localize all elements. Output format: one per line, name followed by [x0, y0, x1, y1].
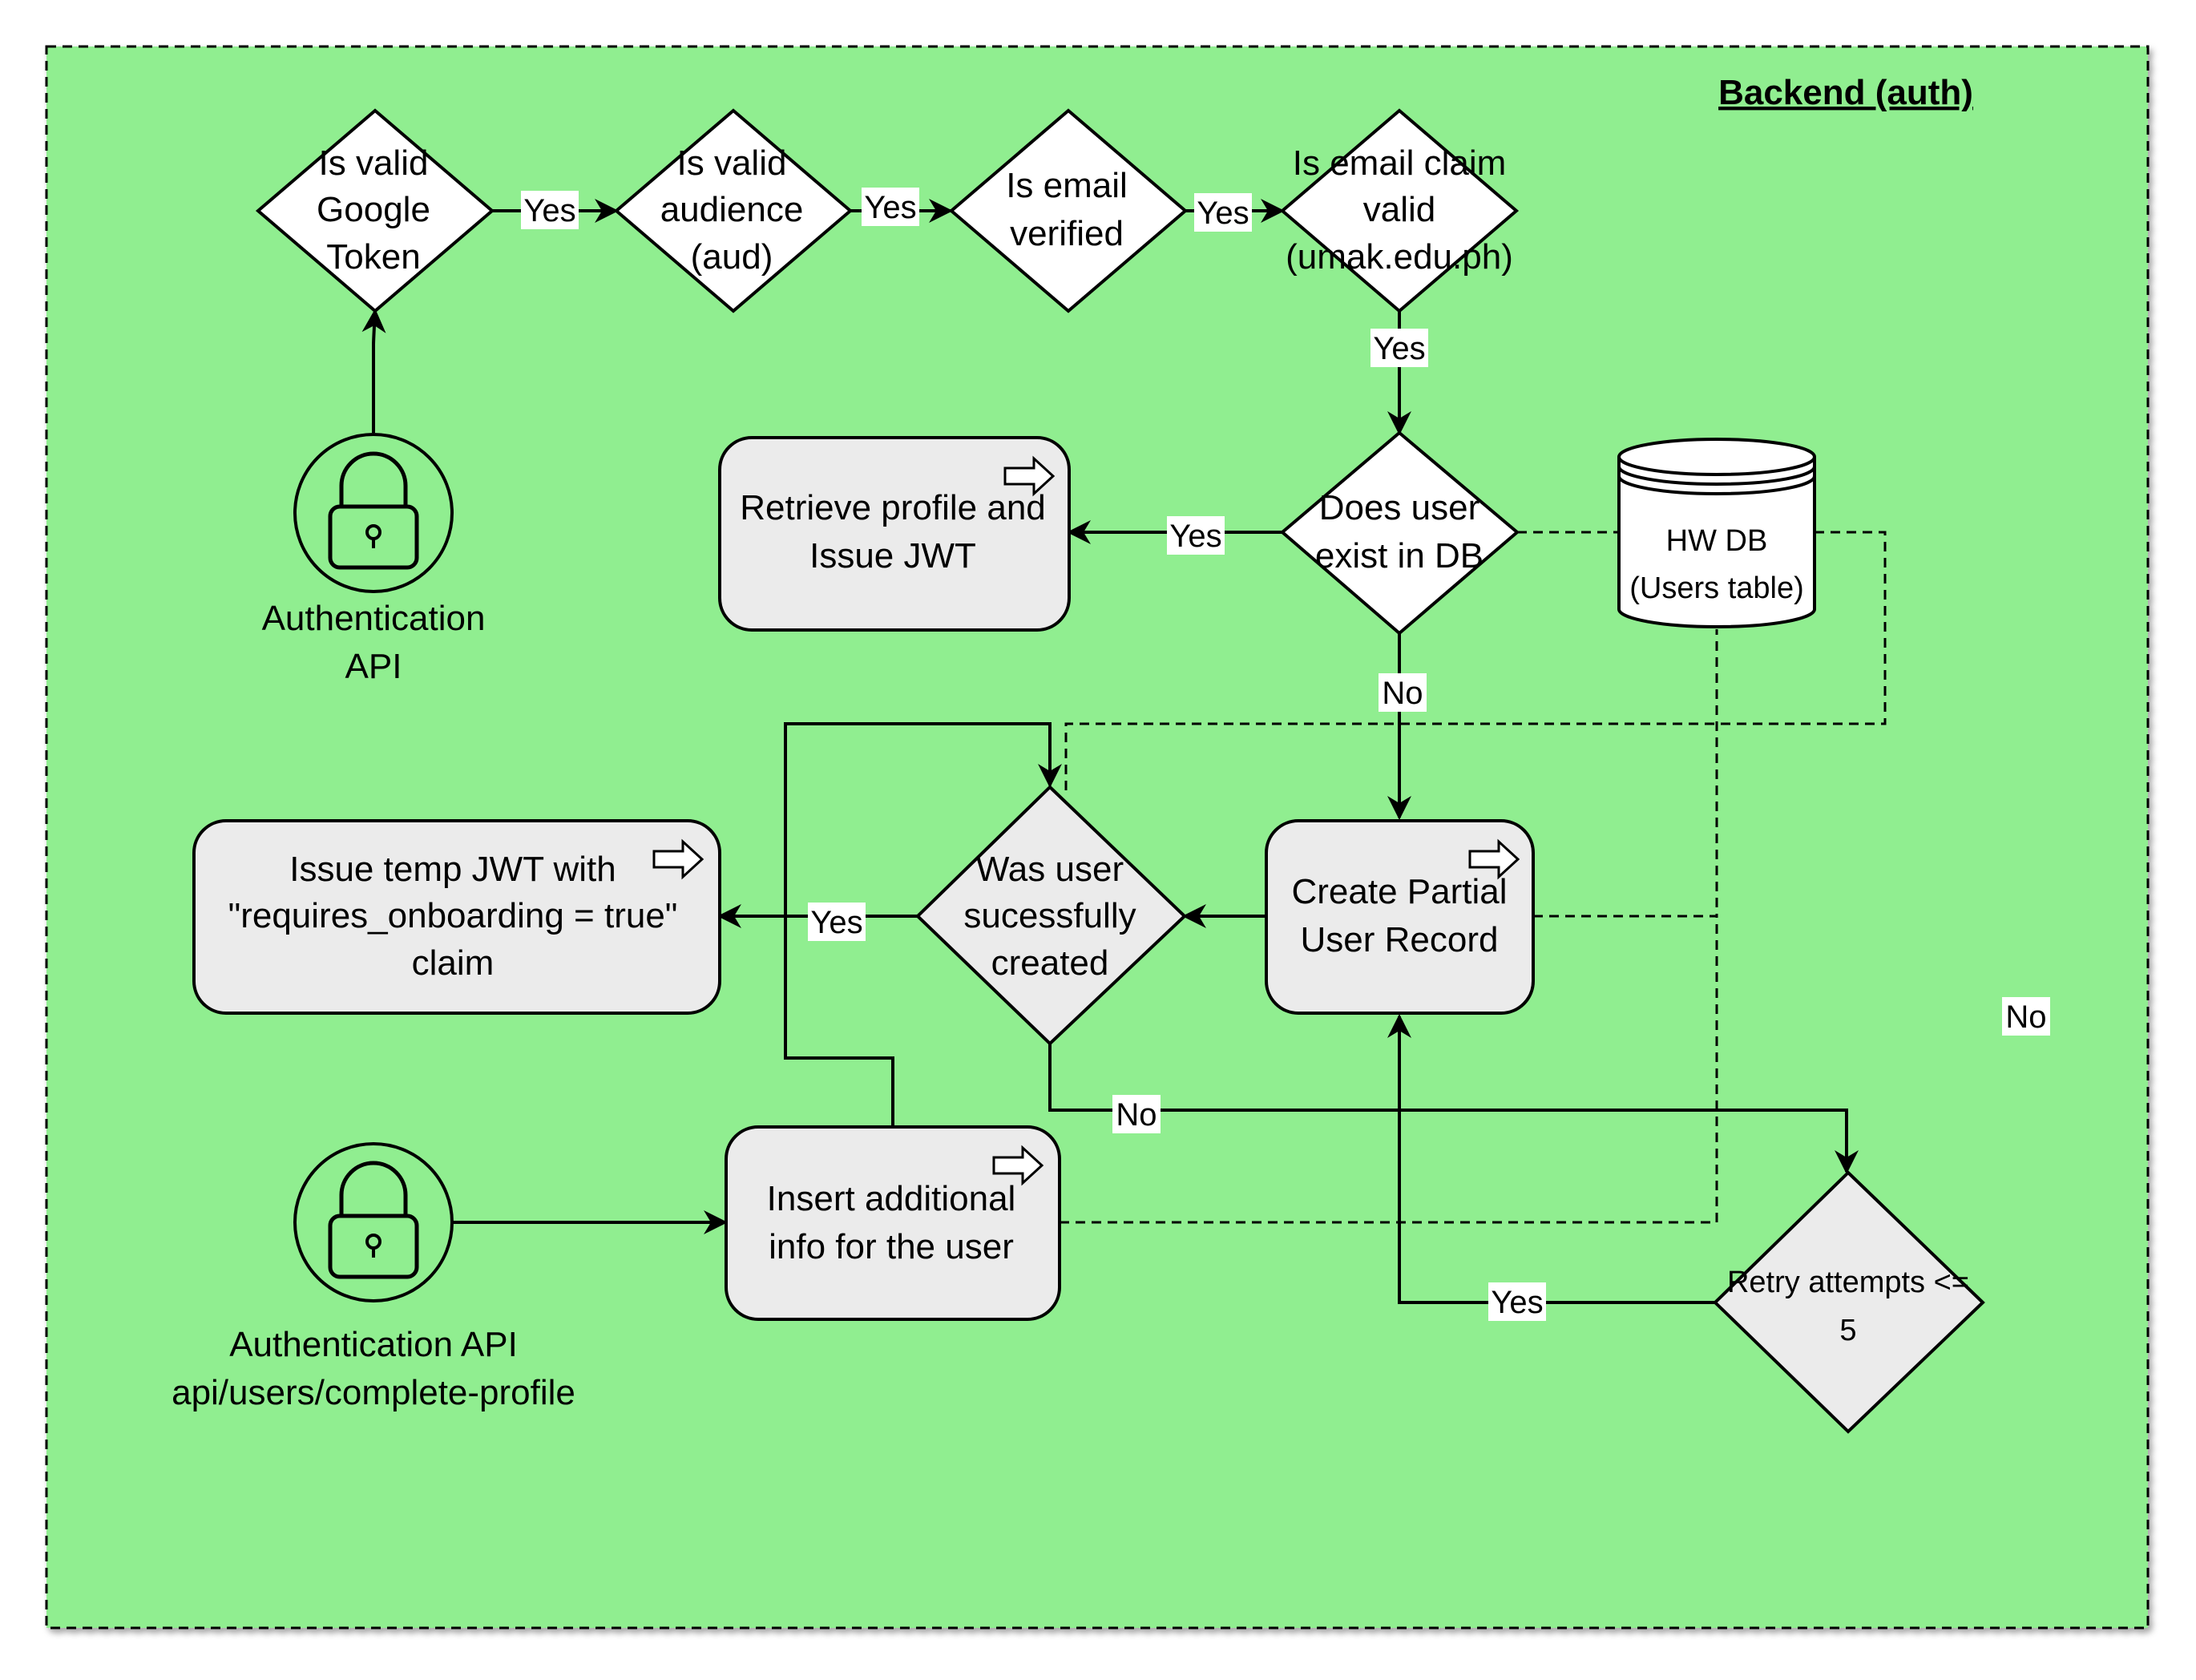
svg-text:No: No — [1382, 676, 1423, 711]
edge-label-claim-exists: Yes — [1370, 329, 1428, 367]
svg-text:Yes: Yes — [810, 905, 862, 940]
process-arrow-icon — [1468, 838, 1520, 880]
edge-auth-to-token — [361, 309, 386, 433]
edge-label-email-claim: Yes — [1194, 193, 1252, 232]
edge-label-created-retry: No — [1112, 1095, 1161, 1133]
process-arrow-icon — [1003, 455, 1056, 497]
svg-text:Issue temp JWT with"requires_o: Issue temp JWT with"requires_onboarding … — [228, 850, 678, 983]
database-users-table: HW DB(Users table) — [1617, 438, 1816, 628]
edge-label-exists-create: No — [1379, 673, 1427, 712]
svg-text:Yes: Yes — [1373, 331, 1425, 366]
edge-retry-to-create — [1387, 1014, 1715, 1304]
process-arrow-icon — [992, 1145, 1044, 1186]
db-link-insert-info — [1060, 916, 1718, 1224]
svg-text:No: No — [1116, 1097, 1157, 1133]
edge-created-to-retry — [1048, 1044, 1859, 1174]
container-title: Backend (auth) — [1718, 73, 1973, 112]
decision-retry-attempts: Retry attempts <=5 — [1713, 1170, 1985, 1434]
svg-text:HW DB(Users table): HW DB(Users table) — [1629, 524, 1804, 605]
edge-label-retry-create: Yes — [1488, 1282, 1546, 1321]
edge-labels: Yes Yes Yes Yes Yes No Yes No Yes No — [521, 188, 2050, 1321]
svg-text:Yes: Yes — [523, 193, 575, 228]
svg-text:Yes: Yes — [1491, 1285, 1543, 1320]
process-issue-temp-jwt: Issue temp JWT with"requires_onboarding … — [192, 819, 721, 1015]
svg-text:Yes: Yes — [1169, 519, 1221, 554]
db-link-created — [1064, 531, 1887, 790]
edge-label-created-temp-jwt: Yes — [808, 903, 866, 941]
edge-label-retry-no: No — [2002, 997, 2050, 1036]
svg-text:Yes: Yes — [864, 190, 916, 225]
svg-text:Retry attempts <=5: Retry attempts <=5 — [1727, 1266, 1969, 1347]
edge-label-token-audience: Yes — [521, 191, 579, 229]
db-associations — [1060, 531, 1887, 1224]
svg-text:Yes: Yes — [1197, 196, 1249, 231]
edge-label-audience-email: Yes — [862, 188, 919, 226]
edge-label-exists-retrieve: Yes — [1167, 516, 1225, 555]
process-arrow-icon — [652, 838, 704, 880]
lock-icon — [328, 451, 419, 570]
lock-icon — [328, 1161, 419, 1279]
svg-text:No: No — [2005, 1000, 2046, 1035]
edge-insert-to-created — [784, 722, 1062, 1125]
